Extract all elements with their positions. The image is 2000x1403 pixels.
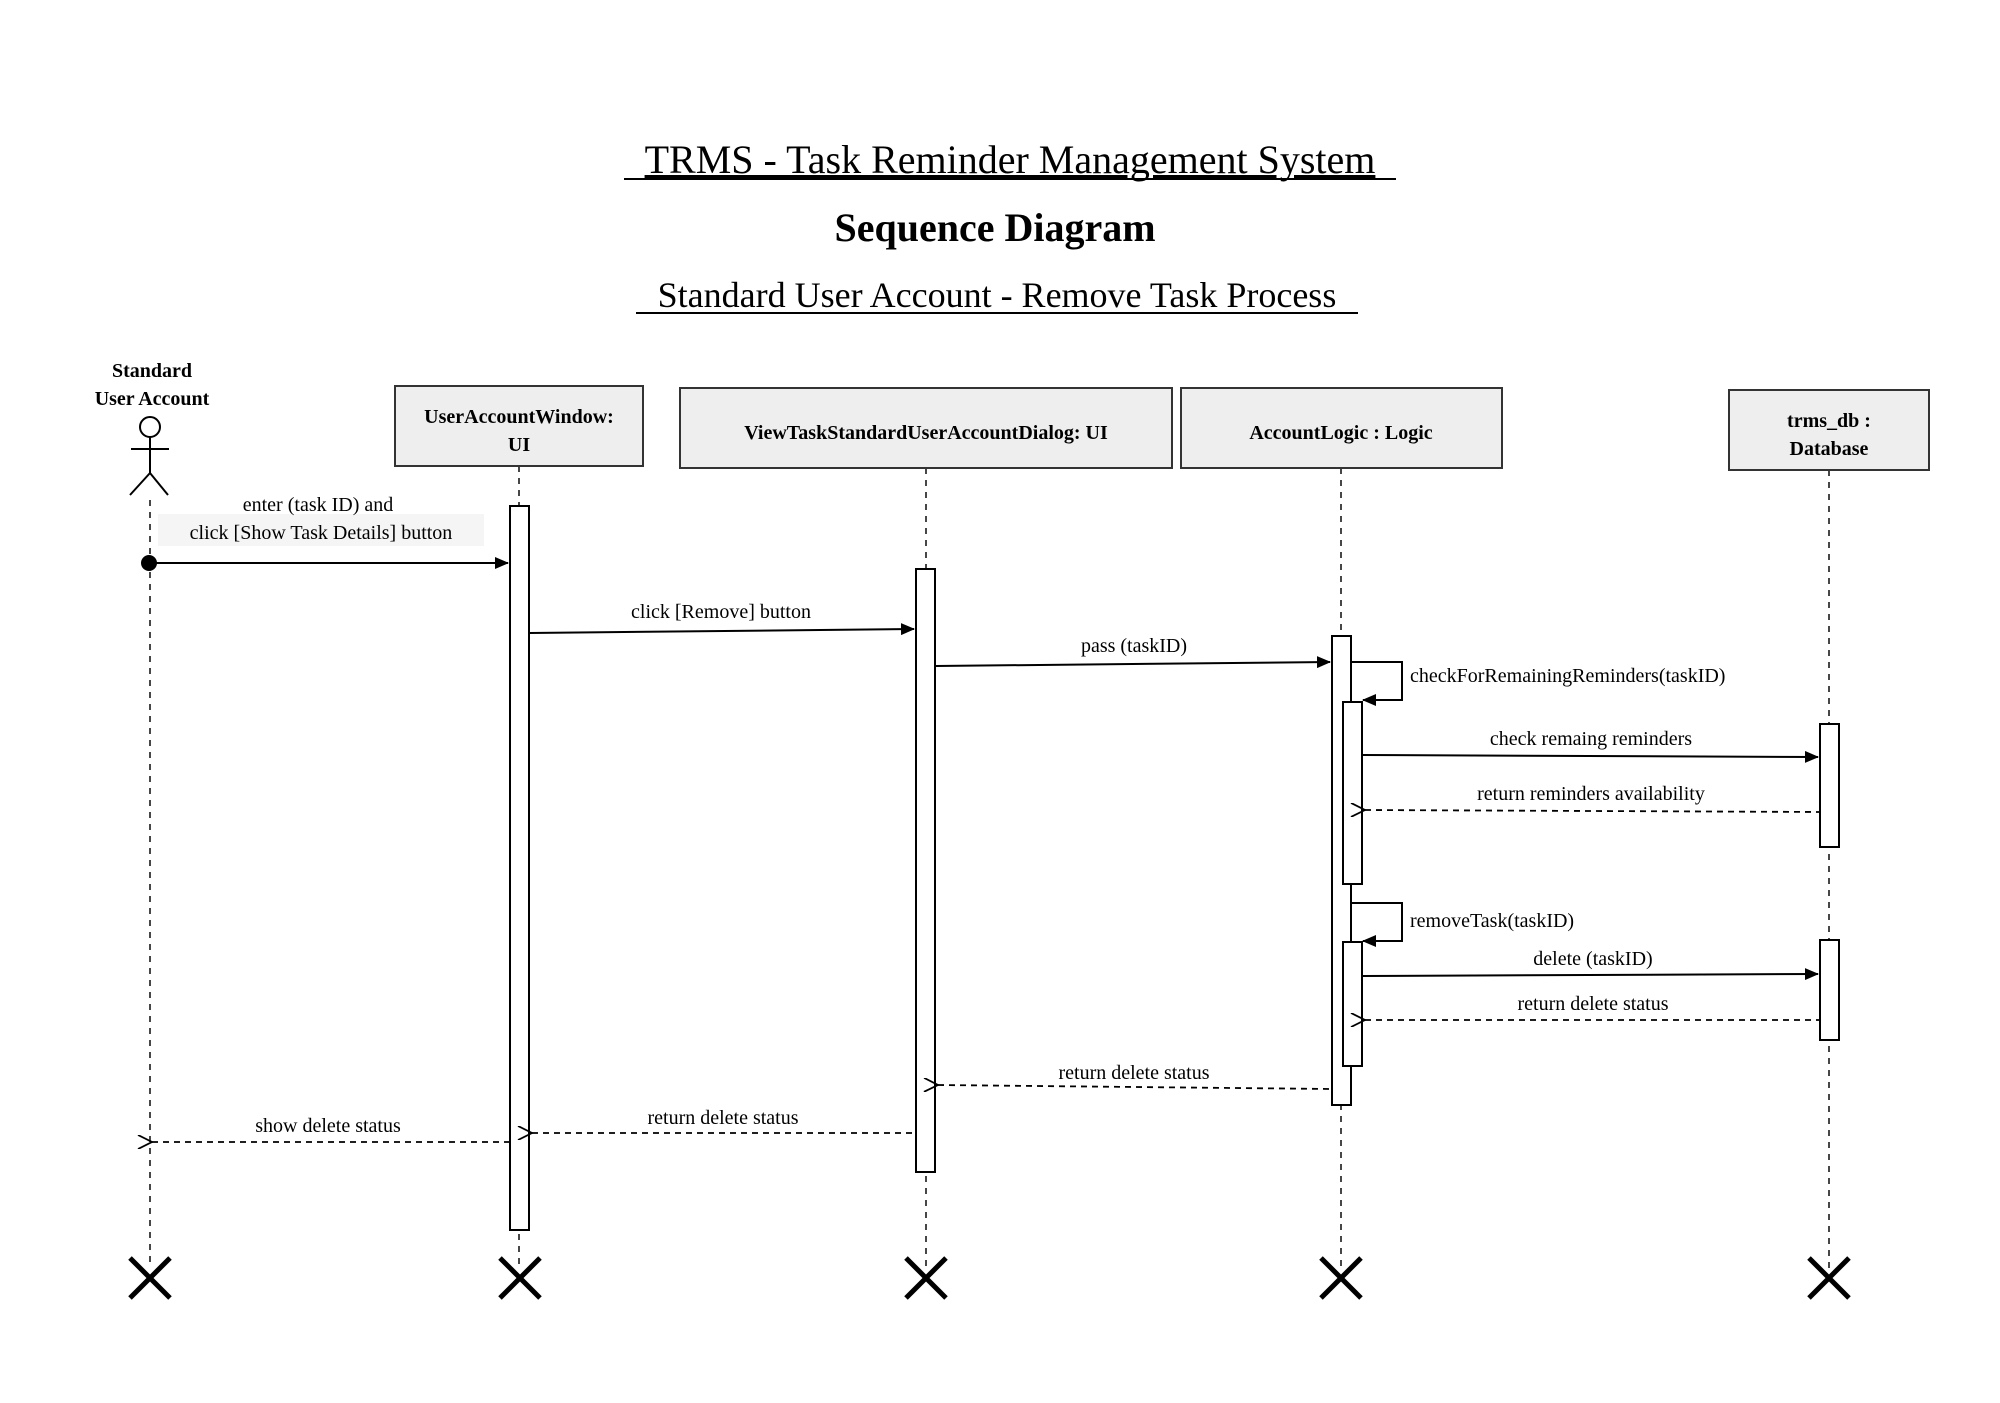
message-label: pass (taskID) <box>1081 635 1187 657</box>
message-label: return delete status <box>647 1107 798 1129</box>
activation-bar-accountlogic-check <box>1342 701 1363 885</box>
message-label: return reminders availability <box>1477 783 1705 805</box>
participant-label-line2: Database <box>1790 438 1869 460</box>
participant-label-line2: UI <box>508 434 530 456</box>
destroy-icon <box>128 1256 172 1300</box>
message-label: show delete status <box>255 1115 401 1137</box>
participant-accountlogic: AccountLogic : Logic <box>1180 387 1503 469</box>
actor-label-line1: Standard <box>112 360 192 382</box>
message-click-remove: click [Remove] button <box>529 601 915 636</box>
message-return-delete-status-logic: return delete status <box>938 1062 1333 1089</box>
participant-label-line1: UserAccountWindow: <box>424 406 614 428</box>
message-label: return delete status <box>1517 993 1668 1015</box>
diagram-title: TRMS - Task Reminder Management System <box>645 137 1376 182</box>
destroy-icon <box>498 1256 542 1300</box>
participant-label: ViewTaskStandardUserAccountDialog: UI <box>744 422 1108 444</box>
diagram-subtitle: Sequence Diagram <box>834 205 1155 250</box>
stick-figure-icon <box>129 416 169 496</box>
participant-viewtaskdialog: ViewTaskStandardUserAccountDialog: UI <box>679 387 1173 469</box>
destroy-icon <box>904 1256 948 1300</box>
activation-bar-database-delete <box>1819 939 1840 1041</box>
activation-bar-accountlogic-remove <box>1342 941 1363 1067</box>
process-title: Standard User Account - Remove Task Proc… <box>658 275 1337 315</box>
participant-label-line1: trms_db : <box>1787 410 1871 432</box>
message-label: removeTask(taskID) <box>1410 910 1574 932</box>
message-return-reminders-availability: return reminders availability <box>1365 783 1821 812</box>
message-pass-taskid: pass (taskID) <box>935 635 1331 669</box>
participant-useraccountwindow: UserAccountWindow: UI <box>394 385 644 467</box>
participant-database: trms_db : Database <box>1728 389 1930 471</box>
message-label: checkForRemainingReminders(taskID) <box>1410 665 1725 687</box>
participant-label: AccountLogic : Logic <box>1249 422 1432 444</box>
message-label-line1: enter (task ID) and <box>243 494 394 516</box>
destroy-icon <box>1807 1256 1851 1300</box>
message-return-delete-status-db: return delete status <box>1365 993 1820 1020</box>
message-return-delete-status-dialog: return delete status <box>532 1107 916 1133</box>
activation-bar-useraccountwindow <box>509 505 530 1231</box>
message-check-remaining: check remaing reminders <box>1362 728 1819 763</box>
message-label-line2: click [Show Task Details] button <box>190 522 453 544</box>
actor-label-line2: User Account <box>95 388 210 410</box>
message-label: delete (taskID) <box>1533 948 1652 970</box>
message-label: check remaing reminders <box>1490 728 1692 750</box>
message-label: return delete status <box>1058 1062 1209 1084</box>
message-remove-task: removeTask(taskID) <box>1352 902 1574 947</box>
message-delete-taskid: delete (taskID) <box>1362 948 1819 981</box>
activation-bar-database-check <box>1819 723 1840 848</box>
message-check-remaining-reminders: checkForRemainingReminders(taskID) <box>1352 661 1725 706</box>
message-label: click [Remove] button <box>631 601 811 623</box>
activation-bar-viewtaskdialog <box>915 568 936 1173</box>
message-show-delete-status: show delete status <box>152 1115 510 1142</box>
message-enter-task-id: enter (task ID) and click [Show Task Det… <box>141 494 509 571</box>
destroy-icon <box>1319 1256 1363 1300</box>
